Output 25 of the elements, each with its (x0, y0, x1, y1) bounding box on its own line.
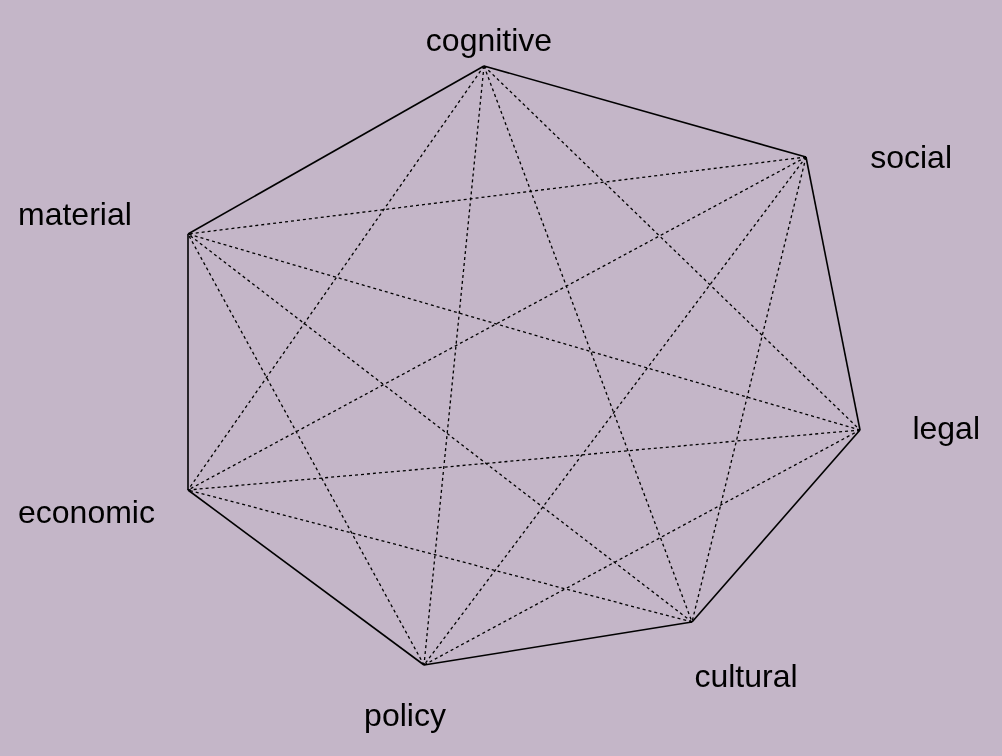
connector-line (187, 65, 485, 235)
dashed-line (187, 429, 861, 491)
dashed-line (187, 156, 807, 235)
dashed-line (187, 233, 425, 666)
node-label: economic (18, 494, 155, 530)
connector-line (187, 233, 189, 491)
dashed-line (187, 233, 693, 623)
connector-line (187, 489, 425, 666)
dashed-line (423, 156, 807, 666)
dashed-line (423, 429, 861, 666)
node-label: legal (912, 410, 980, 446)
dashed-line (187, 233, 861, 431)
node-label: cultural (694, 658, 798, 694)
node-label: policy (364, 697, 446, 733)
connector-line (691, 429, 861, 623)
dashed-line (691, 156, 807, 623)
node-label: material (18, 196, 132, 232)
dashed-line (423, 65, 485, 666)
node-label: cognitive (425, 22, 553, 58)
connector-line (805, 156, 861, 431)
connector-line (423, 621, 693, 666)
node-label: social (870, 139, 952, 175)
dashed-line (483, 65, 693, 623)
dashed-line (187, 489, 693, 623)
connector-line (483, 65, 807, 158)
